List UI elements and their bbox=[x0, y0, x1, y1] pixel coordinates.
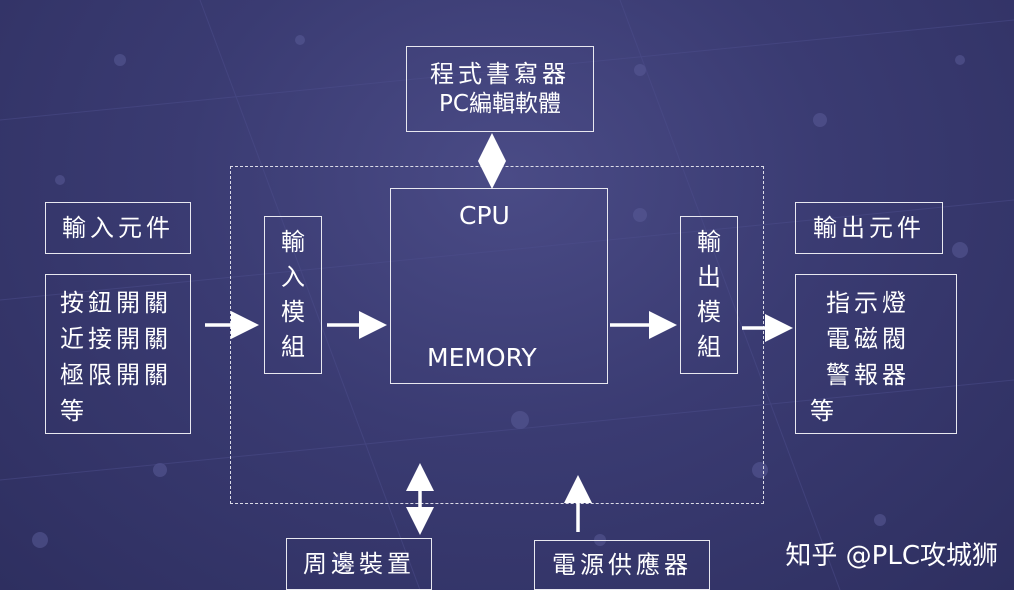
input-module-char: 輸 bbox=[281, 228, 305, 256]
input-title: 輸入元件 bbox=[62, 214, 174, 242]
memory-label: MEMORY bbox=[427, 343, 537, 372]
output-module-char: 模 bbox=[697, 298, 721, 326]
peripheral-label: 周邊裝置 bbox=[303, 550, 415, 578]
output-module-char: 組 bbox=[697, 333, 721, 361]
input-module-box: 輸 入 模 組 bbox=[264, 216, 322, 374]
output-devices-box: 指示燈 電磁閥 警報器 等 bbox=[795, 274, 957, 434]
input-devices-box: 按鈕開關 近接開關 極限開關 等 bbox=[45, 274, 191, 434]
output-module-char: 出 bbox=[697, 263, 721, 291]
output-item: 等 bbox=[810, 397, 838, 425]
input-module-char: 組 bbox=[281, 333, 305, 361]
output-module-box: 輸 出 模 組 bbox=[680, 216, 738, 374]
output-item: 警報器 bbox=[826, 361, 910, 389]
output-item: 指示燈 bbox=[826, 289, 910, 317]
input-module-char: 模 bbox=[281, 298, 305, 326]
programmer-label: 程式書寫器 bbox=[430, 60, 570, 88]
input-item: 等 bbox=[60, 397, 88, 425]
output-title: 輸出元件 bbox=[813, 214, 925, 242]
output-item: 電磁閥 bbox=[826, 325, 910, 353]
output-title-box: 輸出元件 bbox=[795, 202, 943, 254]
input-item: 極限開關 bbox=[60, 361, 172, 389]
input-item: 按鈕開關 bbox=[60, 289, 172, 317]
cpu-label: CPU bbox=[459, 201, 510, 230]
watermark: 知乎 @PLC攻城狮 bbox=[785, 541, 998, 571]
programmer-box: 程式書寫器 PC編輯軟體 bbox=[406, 46, 594, 132]
cpu-memory-box: CPU MEMORY bbox=[390, 188, 608, 384]
input-title-box: 輸入元件 bbox=[45, 202, 191, 254]
pc-software-label: PC編輯軟體 bbox=[439, 91, 561, 117]
output-module-char: 輸 bbox=[697, 228, 721, 256]
power-supply-label: 電源供應器 bbox=[552, 551, 692, 579]
input-module-char: 入 bbox=[281, 263, 305, 291]
input-item: 近接開關 bbox=[60, 325, 172, 353]
